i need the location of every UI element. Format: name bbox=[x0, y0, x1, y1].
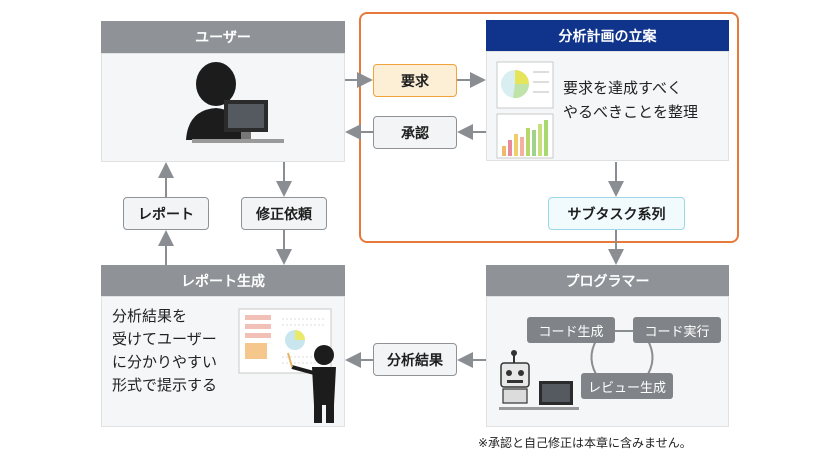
request-tag: 要求 bbox=[373, 64, 457, 97]
step-code-generation: コード生成 bbox=[527, 317, 615, 343]
report-tag: レポート bbox=[123, 197, 209, 230]
approval-tag: 承認 bbox=[373, 116, 457, 149]
user-panel bbox=[101, 53, 345, 162]
analysis-result-tag: 分析結果 bbox=[373, 343, 457, 376]
revision-request-tag: 修正依頼 bbox=[241, 197, 327, 230]
report-gen-header: レポート生成 bbox=[101, 265, 345, 296]
programmer-panel: コード生成 コード実行 レビュー生成 bbox=[486, 296, 729, 427]
user-at-computer-icon bbox=[186, 62, 284, 143]
user-header: ユーザー bbox=[101, 21, 345, 53]
plan-panel: 要求を達成すべく やるべきことを整理 bbox=[486, 51, 729, 161]
subtask-sequence-tag: サブタスク系列 bbox=[548, 197, 685, 230]
plan-header: 分析計画の立案 bbox=[486, 20, 729, 51]
footnote: ※承認と自己修正は本章に含みません。 bbox=[478, 436, 692, 450]
report-gen-description: 分析結果を 受けてユーザー に分かりやすい 形式で提示する bbox=[112, 307, 218, 394]
plan-description: 要求を達成すべく やるべきことを整理 bbox=[563, 79, 699, 121]
programmer-header: プログラマー bbox=[486, 265, 729, 296]
report-gen-panel: 分析結果を 受けてユーザー に分かりやすい 形式で提示する bbox=[101, 296, 345, 427]
presenter-with-board-icon bbox=[238, 308, 336, 423]
chart-thumbnails-icon bbox=[496, 61, 554, 159]
robot-at-computer-icon bbox=[499, 350, 579, 410]
step-code-execution: コード実行 bbox=[633, 317, 721, 343]
step-review-generation: レビュー生成 bbox=[581, 373, 673, 399]
